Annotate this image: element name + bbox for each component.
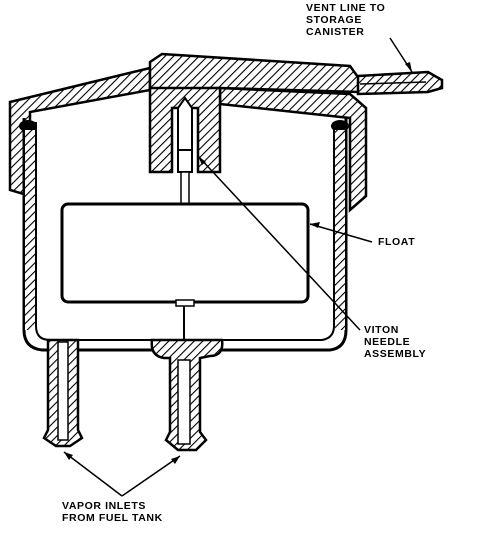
vapor-label: VAPOR INLETS FROM FUEL TANK xyxy=(62,500,163,524)
vapor-label-2: FROM FUEL TANK xyxy=(62,512,163,524)
vapor-label-1: VAPOR INLETS xyxy=(62,500,147,512)
needle-seat-boss xyxy=(148,86,222,174)
float-label: FLOAT xyxy=(378,236,415,248)
vent-line-label-3: CANISTER xyxy=(306,26,365,38)
vapor-leader-left xyxy=(63,451,123,497)
viton-label-3: ASSEMBLY xyxy=(364,348,427,360)
viton-label-2: NEEDLE xyxy=(364,336,411,348)
viton-label-1: VITON xyxy=(364,324,399,336)
float-body xyxy=(60,202,310,304)
vent-line-label: VENT LINE TO STORAGE CANISTER xyxy=(306,2,385,38)
vent-line-label-2: STORAGE xyxy=(306,14,362,26)
float-label-text: FLOAT xyxy=(378,236,416,248)
vent-line-label-1: VENT LINE TO xyxy=(306,2,386,14)
cover-top xyxy=(148,52,362,94)
cover-right-flange xyxy=(218,86,368,213)
viton-label: VITON NEEDLE ASSEMBLY xyxy=(364,324,426,360)
viton-needle xyxy=(177,96,193,151)
viton-leader xyxy=(197,155,361,331)
vapor-leader-right xyxy=(121,455,181,497)
float-leader xyxy=(309,223,373,243)
